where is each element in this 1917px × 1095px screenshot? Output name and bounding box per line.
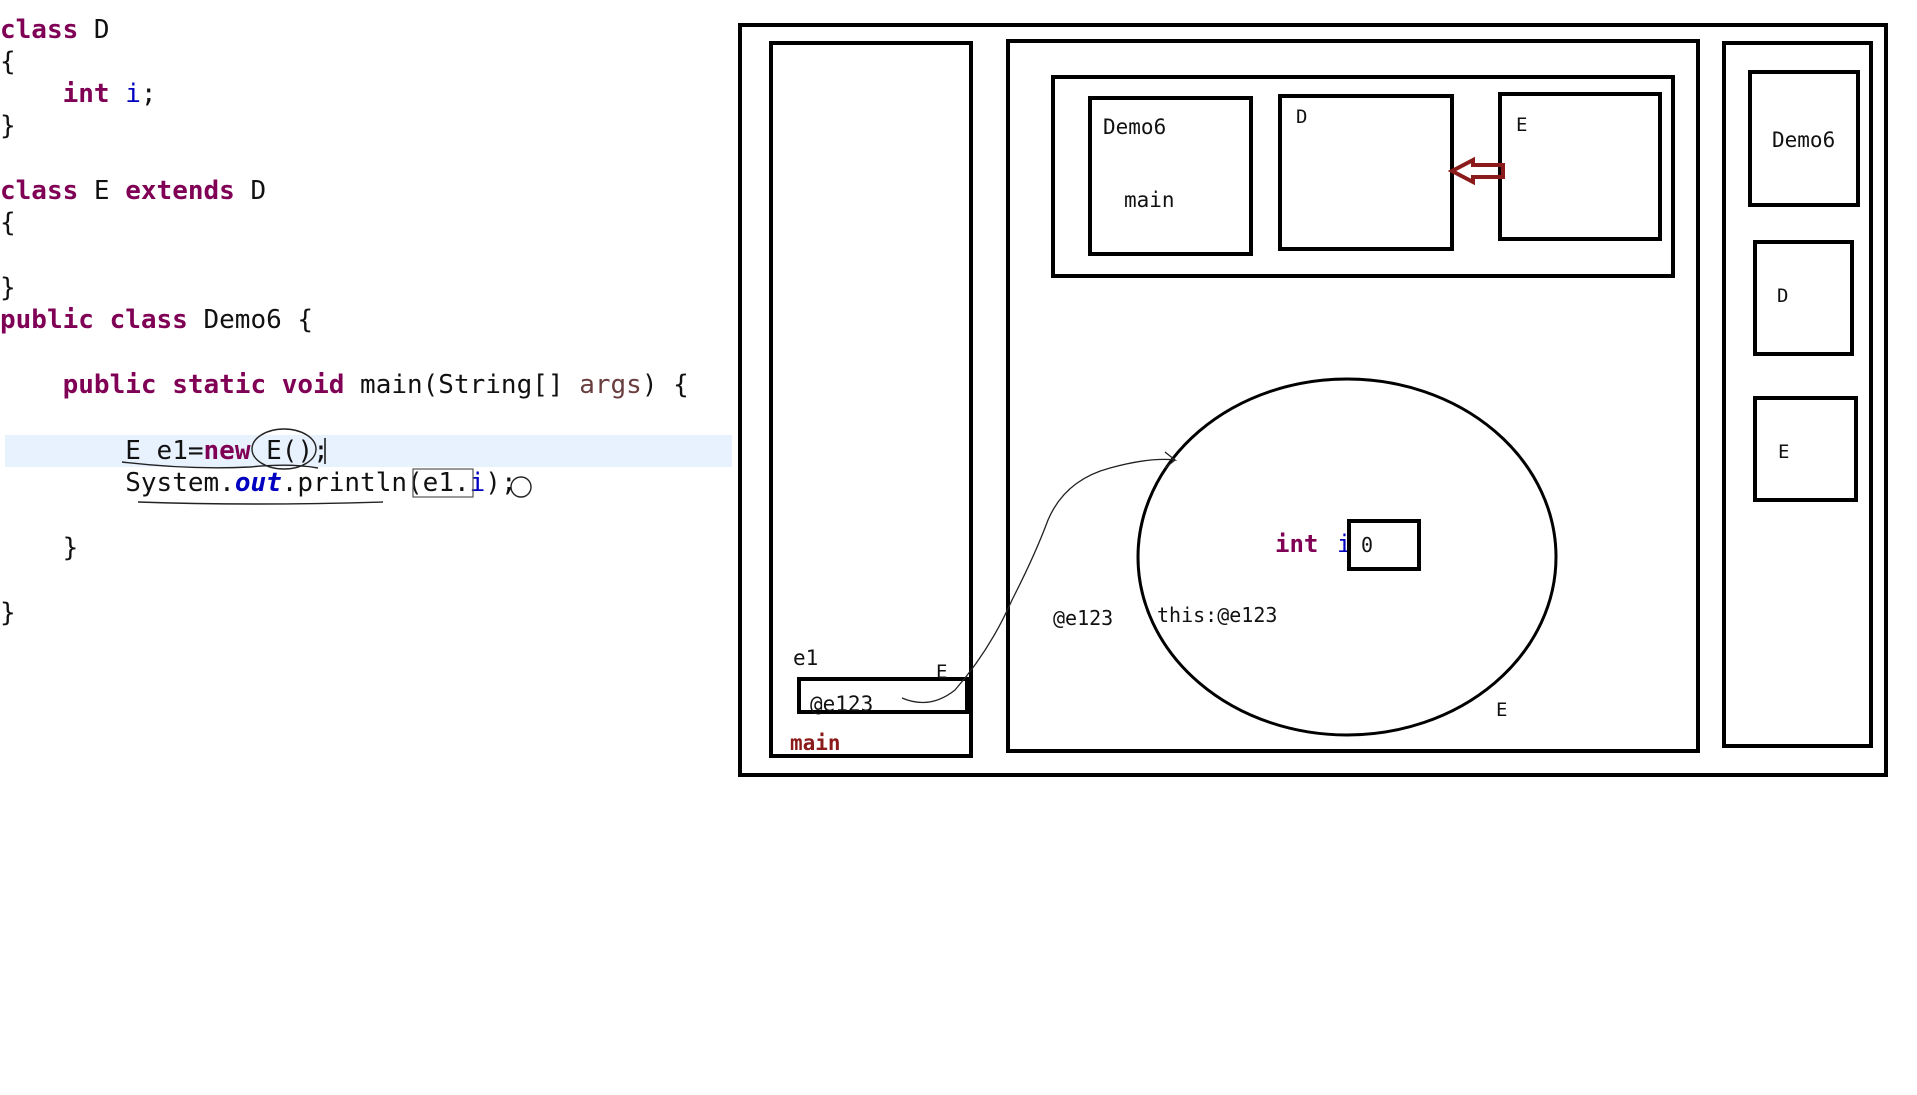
class-demo6-method: main: [1124, 188, 1175, 212]
object-type-label: E: [1496, 699, 1507, 721]
inheritance-arrow-icon: [1447, 156, 1505, 186]
keyword: new: [203, 436, 251, 466]
keyword: int: [62, 79, 110, 109]
code-text: {: [0, 208, 16, 238]
code-text: E e1=: [125, 436, 204, 466]
code-text: System.: [125, 468, 235, 498]
stack-var-value: @e123: [810, 692, 873, 716]
method-area: [1051, 75, 1675, 278]
heap-area: [1006, 39, 1700, 753]
class-d-label: D: [1296, 106, 1307, 128]
static-field: out: [234, 468, 282, 498]
keyword: public static void: [62, 370, 345, 400]
field-value-box: [1347, 519, 1421, 571]
underline-annotation: [121, 461, 319, 469]
this-label: this:@e123: [1157, 603, 1277, 627]
static-d-label: D: [1777, 285, 1788, 307]
code-text: D: [234, 176, 267, 206]
code-line-5: class E extends D: [0, 175, 266, 207]
code-text: E();: [250, 436, 329, 466]
code-line-4: }: [0, 110, 16, 142]
static-d-box: [1753, 240, 1854, 356]
static-e-label: E: [1778, 441, 1789, 463]
code-text: .println(: [281, 468, 423, 498]
cursor-mark: [510, 476, 532, 498]
code-text: }: [0, 598, 16, 628]
code-line-6: {: [0, 207, 16, 239]
code-line-13: }: [0, 597, 16, 629]
keyword: public class: [0, 305, 188, 335]
circle-annotation: [251, 428, 317, 470]
code-text: e1.: [422, 468, 470, 498]
code-text: main(String[]: [344, 370, 580, 400]
box-annotation: [412, 468, 474, 498]
current-line-highlight: [5, 435, 732, 467]
code-text: ) {: [641, 370, 689, 400]
stack-var-label: e1: [793, 646, 818, 670]
code-line-12: }: [0, 532, 79, 564]
static-demo6-box: [1748, 70, 1860, 207]
code-text: D: [78, 15, 110, 45]
stack-type-label: E: [936, 661, 947, 683]
code-line-2: {: [0, 46, 16, 78]
static-area: [1722, 41, 1873, 748]
reference-arrow-icon: [901, 451, 1178, 704]
code-line-3: int i;: [0, 78, 157, 110]
code-line-9: public static void main(String[] args) {: [0, 369, 689, 401]
code-text: ;: [140, 79, 157, 109]
code-text: }: [62, 533, 79, 563]
field-type-label: int: [1275, 530, 1318, 558]
memory-outer-frame: [738, 23, 1888, 777]
class-e-label: E: [1516, 114, 1527, 136]
underline-annotation: [137, 501, 384, 505]
keyword: extends: [125, 176, 235, 206]
heap-object-ellipse: [1136, 377, 1558, 737]
code-text: }: [0, 111, 16, 141]
code-line-7: }: [0, 272, 16, 304]
code-text: }: [0, 273, 16, 303]
stack-frame-label: main: [790, 731, 841, 755]
code-text: Demo6 {: [187, 305, 314, 335]
field-name: i: [125, 79, 141, 109]
keyword: class: [0, 176, 79, 206]
code-text: {: [0, 47, 16, 77]
keyword: class: [0, 15, 79, 45]
code-line-11: System.out.println(e1.i);: [0, 467, 516, 499]
heap-ref-label: @e123: [1053, 606, 1113, 630]
code-line-1: class D: [0, 14, 110, 46]
stack-var-box: [797, 677, 969, 714]
field-value: 0: [1361, 533, 1373, 557]
code-line-8: public class Demo6 {: [0, 304, 313, 336]
class-demo6-label: Demo6: [1103, 115, 1166, 139]
parameter-name: args: [579, 370, 642, 400]
class-demo6-box: [1088, 96, 1253, 256]
code-text: E: [78, 176, 126, 206]
static-e-box: [1753, 396, 1858, 502]
code-line-10: E e1=new E();: [0, 435, 329, 467]
stack-area: [769, 41, 973, 758]
static-demo6-label: Demo6: [1772, 128, 1835, 152]
